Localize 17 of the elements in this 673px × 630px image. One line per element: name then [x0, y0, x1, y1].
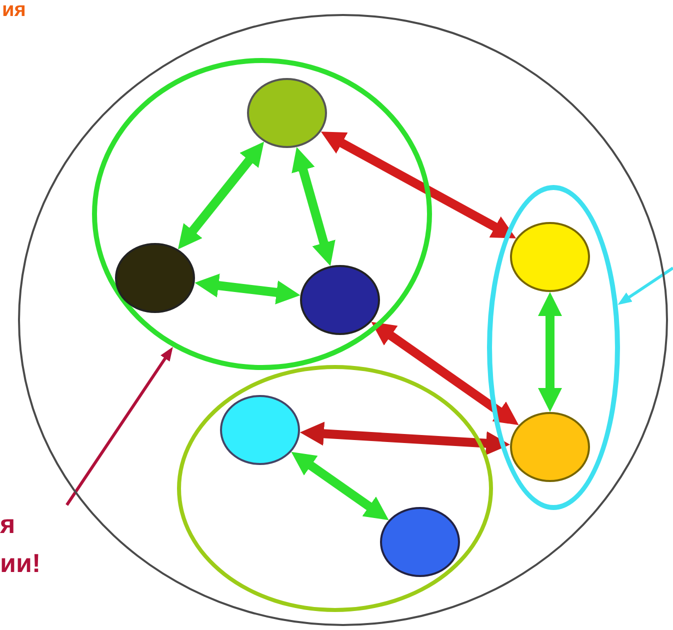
double-arrow: [178, 142, 264, 250]
double-arrow: [300, 422, 510, 456]
double-arrow: [194, 274, 300, 304]
leader-arrow: [618, 266, 673, 305]
group-ellipse: [92, 58, 432, 370]
double-arrow: [292, 146, 336, 266]
group-ellipse: [487, 185, 620, 510]
filled-circle: [510, 222, 590, 292]
double-arrow: [291, 452, 389, 520]
double-arrow: [320, 132, 516, 238]
filled-circle: [510, 412, 590, 482]
double-arrow: [371, 322, 519, 426]
group-ellipse: [177, 365, 493, 612]
partial-text: ия: [2, 0, 26, 20]
leader-arrow: [66, 346, 173, 506]
double-arrow: [538, 292, 562, 412]
callout-text: я ии!: [0, 505, 41, 583]
